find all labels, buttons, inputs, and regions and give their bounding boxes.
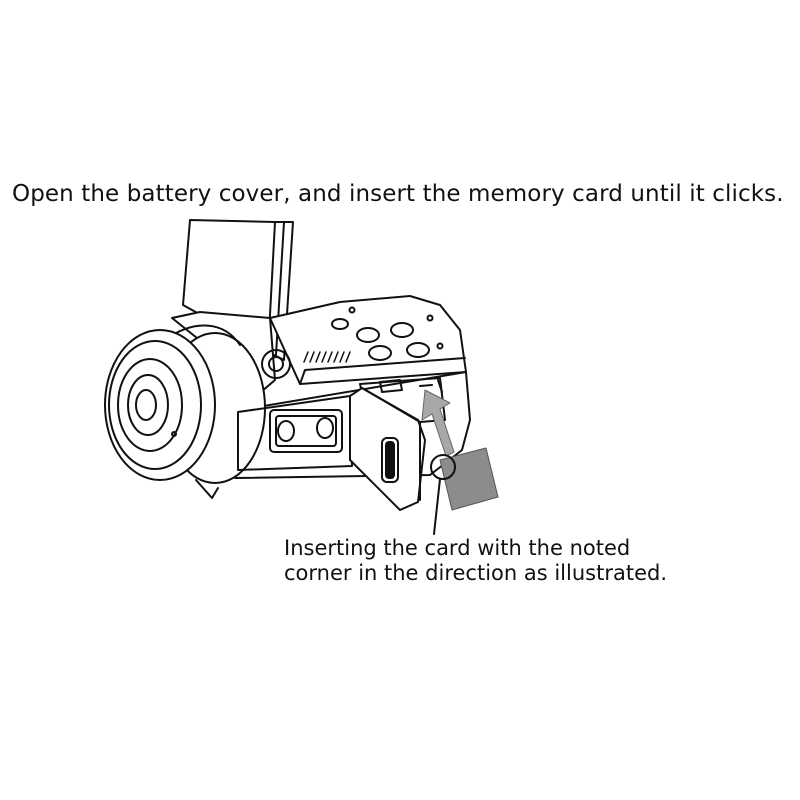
instruction-text: Open the battery cover, and insert the m… [12, 181, 784, 207]
insertion-arrow [421, 389, 455, 457]
noted-corner-marker [430, 454, 456, 480]
note-line-1: Inserting the card with the noted [284, 536, 631, 560]
card-insertion-note: Inserting the card with the noted corner… [284, 536, 764, 586]
note-line-2: corner in the direction as illustrated. [284, 561, 667, 585]
leader-line [433, 478, 441, 535]
battery-cover [349, 387, 426, 511]
lens [104, 324, 266, 484]
